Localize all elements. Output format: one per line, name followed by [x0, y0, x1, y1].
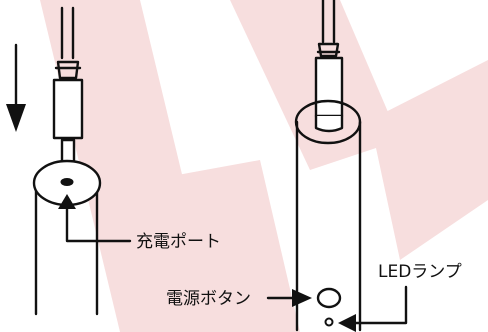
- plug-body: [314, 56, 344, 118]
- led-lamp: [324, 317, 334, 327]
- charge-port-callout: [58, 194, 132, 243]
- power-button-callout: [266, 289, 312, 307]
- power-button-label: 電源ボタン: [166, 289, 251, 309]
- right-device: [294, 0, 362, 332]
- plug-body: [52, 78, 84, 140]
- led-lamp-label: LEDランプ: [378, 262, 462, 282]
- charge-port: [60, 178, 74, 186]
- left-device: [32, 6, 102, 316]
- background-shape: [150, 160, 300, 332]
- plug-inserted: [314, 114, 344, 133]
- charge-port-label: 充電ポート: [136, 232, 221, 252]
- background-shape: [370, 60, 488, 260]
- led-lamp-callout: [338, 285, 408, 332]
- power-button: [316, 287, 342, 309]
- background-pattern: [40, 0, 488, 332]
- arrow-right-icon: [292, 289, 312, 307]
- plug-relief: [56, 60, 80, 80]
- device-top-face: [294, 99, 362, 145]
- arrow-left-icon: [338, 314, 356, 332]
- arrow-down-icon: [6, 43, 26, 132]
- arrow-up-icon: [58, 194, 76, 209]
